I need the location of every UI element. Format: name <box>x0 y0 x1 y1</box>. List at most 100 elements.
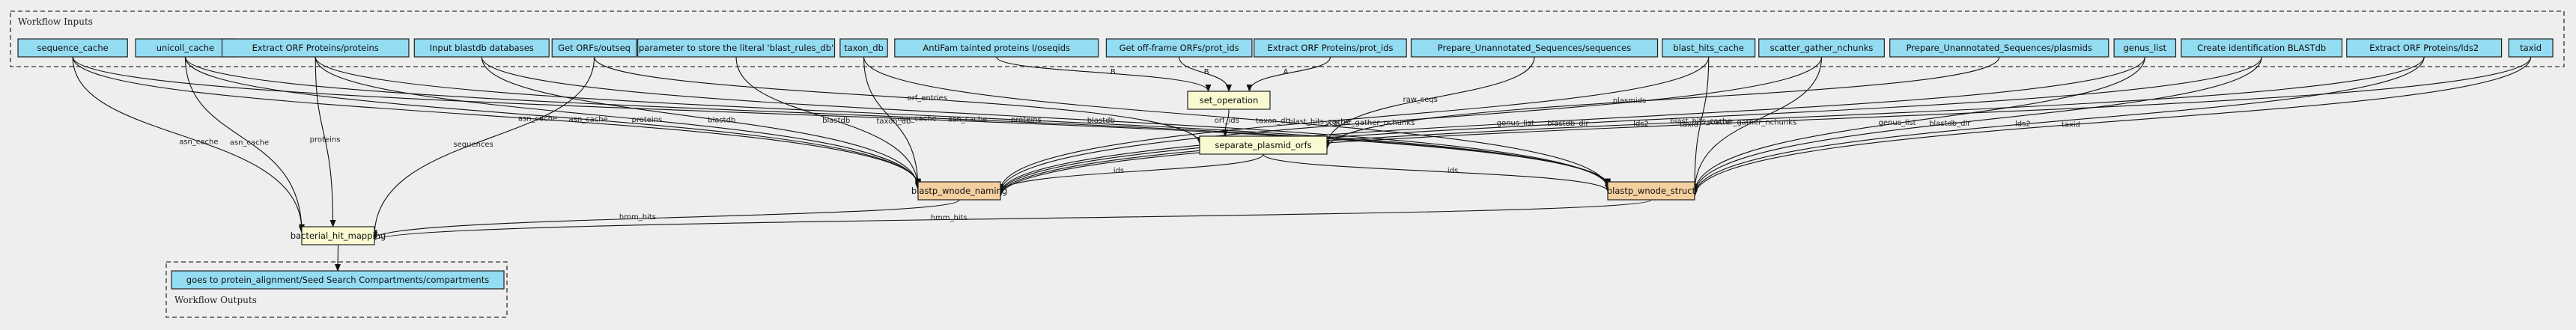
edge-label: asn_cache <box>518 115 557 123</box>
edge-blastp-wnode-naming-to-bacterial-hit-mapping <box>371 199 960 239</box>
step-node-separate-plasmid-orfs[interactable]: separate_plasmid_orfs <box>1199 135 1328 155</box>
node-box[interactable] <box>17 38 128 58</box>
workflow-inputs-title: Workflow Inputs <box>18 16 93 27</box>
step-node-blastp-wnode-struct[interactable]: blastp_wnode_struct <box>1607 181 1696 201</box>
edge-label: asn_cache <box>948 115 987 123</box>
edge-label: proteins <box>310 136 341 144</box>
node-label: Get ORFs/outseq <box>558 43 631 53</box>
edge-label: B <box>1111 68 1116 76</box>
edge-eorf-proteins-to-blastp-wnode-struct <box>315 56 1611 189</box>
node-box[interactable] <box>221 38 410 58</box>
node-label: sequence_cache <box>37 43 109 53</box>
input-node-scatter-gather-nchunks[interactable]: scatter_gather_nchunks <box>1758 38 1885 58</box>
edge-label: blastdb <box>822 117 850 125</box>
node-label: Extract ORF Proteins/proteins <box>252 43 379 53</box>
edges-layer <box>72 56 2532 272</box>
node-box[interactable] <box>917 181 1001 201</box>
node-box[interactable] <box>1758 38 1885 58</box>
node-label: Get off-frame ORFs/prot_ids <box>1120 43 1239 53</box>
edge-label: B <box>1204 68 1209 76</box>
edge-input-blastdb-to-blastp-wnode-struct <box>481 56 1611 189</box>
node-label: parameter to store the literal 'blast_ru… <box>639 43 833 53</box>
edge-prep-sequences-to-separate-plasmid-orfs <box>1324 56 1535 147</box>
node-box[interactable] <box>171 270 505 290</box>
node-box[interactable] <box>1662 38 1756 58</box>
node-box[interactable] <box>413 38 550 58</box>
edge-label: blastdb <box>1087 117 1115 125</box>
node-label: Prepare_Unannotated_Sequences/sequences <box>1438 43 1632 53</box>
edge-eorf-proteins-to-bacterial-hit-mapping <box>315 56 336 227</box>
edge-blastp-wnode-struct-to-bacterial-hit-mapping <box>371 199 1652 242</box>
node-box[interactable] <box>1889 38 2109 58</box>
node-label: blast_hits_cache <box>1673 43 1744 53</box>
node-box[interactable] <box>839 38 888 58</box>
node-label: separate_plasmid_orfs <box>1215 140 1311 150</box>
input-node-blast-rules-param[interactable]: parameter to store the literal 'blast_ru… <box>637 38 836 58</box>
input-node-create-blastdb[interactable]: Create identification BLASTdb <box>2181 38 2343 58</box>
node-label: scatter_gather_nchunks <box>1770 43 1874 53</box>
edge-taxid-to-blastp-wnode-naming <box>997 56 2532 198</box>
edge-genus-list-to-blastp-wnode-naming <box>997 56 2145 195</box>
node-box[interactable] <box>301 226 375 245</box>
edge-taxon-db-to-blastp-wnode-struct <box>863 56 1611 190</box>
edge-label: lds2 <box>1633 120 1649 129</box>
node-box[interactable] <box>894 38 1099 58</box>
node-box[interactable] <box>551 38 637 58</box>
node-box[interactable] <box>2181 38 2343 58</box>
edge-label: blastdb_dir <box>1547 120 1589 128</box>
step-node-set-operation[interactable]: set_operation <box>1187 91 1271 110</box>
input-node-prep-plasmids[interactable]: Prepare_Unannotated_Sequences/plasmids <box>1889 38 2109 58</box>
node-label: goes to protein_alignment/Seed Search Co… <box>186 275 489 285</box>
input-node-eorf-proteins[interactable]: Extract ORF Proteins/proteins <box>221 38 410 58</box>
step-node-blastp-wnode-naming[interactable]: blastp_wnode_naming <box>911 181 1007 201</box>
node-label: taxid <box>2520 43 2542 53</box>
node-box[interactable] <box>1187 91 1271 110</box>
edge-label: raw_seqs <box>1403 96 1437 104</box>
input-node-taxid[interactable]: taxid <box>2508 38 2554 58</box>
input-node-antifam[interactable]: AntiFam tainted proteins I/oseqids <box>894 38 1099 58</box>
edge-label: blastdb <box>708 117 735 125</box>
node-box[interactable] <box>2508 38 2554 58</box>
input-node-unicoll-cache[interactable]: unicoll_cache <box>135 38 236 58</box>
input-node-eorf-lds2[interactable]: Extract ORF Proteins/lds2 <box>2346 38 2503 58</box>
edge-scatter-gather-nchunks-to-blastp-wnode-naming <box>997 56 1823 194</box>
input-node-offframe-prot-ids[interactable]: Get off-frame ORFs/prot_ids <box>1105 38 1253 58</box>
output-node-out-compartments[interactable]: goes to protein_alignment/Seed Search Co… <box>171 270 505 290</box>
edge-genus-list-to-blastp-wnode-struct <box>1692 56 2145 195</box>
input-node-prep-sequences[interactable]: Prepare_Unannotated_Sequences/sequences <box>1410 38 1659 58</box>
node-label: set_operation <box>1200 95 1259 106</box>
node-box[interactable] <box>135 38 236 58</box>
edge-label: scatter_gather_nchunks <box>1325 119 1415 127</box>
node-box[interactable] <box>1199 135 1328 155</box>
edge-label: taxid <box>2062 120 2080 129</box>
node-label: Extract ORF Proteins/lds2 <box>2369 43 2479 53</box>
node-box[interactable] <box>1410 38 1659 58</box>
input-node-blast-hits-cache[interactable]: blast_hits_cache <box>1662 38 1756 58</box>
node-label: unicoll_cache <box>157 43 214 53</box>
edge-label: orf_entries <box>907 94 947 103</box>
node-box[interactable] <box>2346 38 2503 58</box>
step-node-bacterial-hit-mapping[interactable]: bacterial_hit_mapping <box>291 226 386 245</box>
node-label: blastp_wnode_struct <box>1607 186 1696 196</box>
edge-label: blast_hits_cache <box>1288 118 1349 126</box>
edge-sequence-cache-to-blastp-wnode-naming <box>72 56 921 186</box>
input-node-sequence-cache[interactable]: sequence_cache <box>17 38 128 58</box>
edge-taxid-to-blastp-wnode-struct <box>1692 56 2532 198</box>
input-node-genus-list[interactable]: genus_list <box>2113 38 2177 58</box>
input-node-eorf-prot-ids[interactable]: Extract ORF Proteins/prot_ids <box>1254 38 1407 58</box>
node-box[interactable] <box>1607 181 1695 201</box>
node-label: genus_list <box>2123 43 2166 53</box>
edge-label: orf_ids <box>1215 117 1239 125</box>
input-node-taxon-db[interactable]: taxon_db <box>839 38 888 58</box>
edge-label: sequences <box>453 141 493 149</box>
edge-label: blast_hits_cache <box>1670 117 1731 126</box>
edge-label: ids <box>1114 167 1124 175</box>
input-node-getorfs-outseq[interactable]: Get ORFs/outseq <box>551 38 637 58</box>
node-box[interactable] <box>2113 38 2177 58</box>
node-box[interactable] <box>1254 38 1407 58</box>
node-box[interactable] <box>637 38 836 58</box>
node-box[interactable] <box>1105 38 1253 58</box>
edge-label: ids <box>1448 167 1458 175</box>
input-node-input-blastdb[interactable]: Input blastdb databases <box>413 38 550 58</box>
